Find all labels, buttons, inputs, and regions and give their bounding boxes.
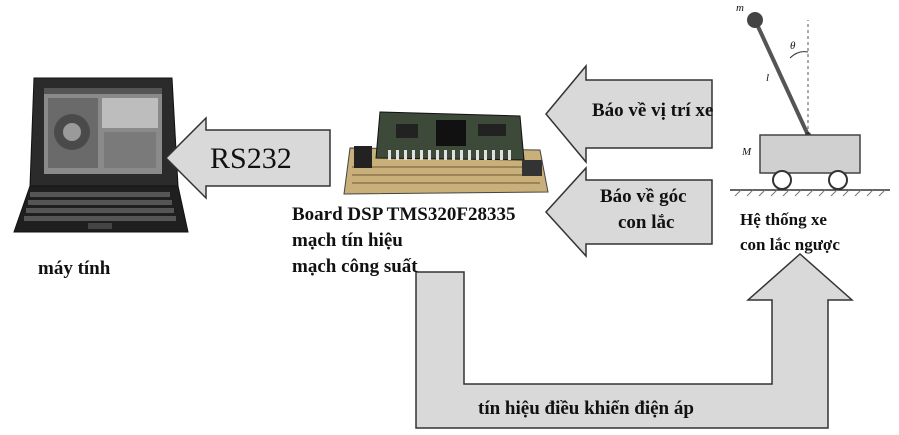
cart-mass-symbol: M bbox=[742, 146, 751, 158]
cart-position-feedback-label: Báo về vị trí xe bbox=[592, 100, 713, 122]
control-voltage-label: tín hiệu điều khiển điện áp bbox=[478, 398, 694, 420]
board-label-line1: Board DSP TMS320F28335 bbox=[292, 204, 515, 226]
board-label-line3: mạch công suất bbox=[292, 256, 418, 278]
inverted-pendulum-cart-icon bbox=[730, 12, 890, 196]
pendulum-length-symbol: l bbox=[766, 72, 769, 84]
board-label-line2: mạch tín hiệu bbox=[292, 230, 403, 252]
pendulum-angle-feedback-label-line2: con lắc bbox=[618, 212, 674, 234]
pendulum-mass-symbol: m bbox=[736, 2, 744, 14]
dsp-board-icon bbox=[344, 112, 548, 194]
rs232-label: RS232 bbox=[210, 142, 292, 176]
pendulum-angle-feedback-label-line1: Báo về góc bbox=[600, 186, 687, 208]
pendulum-system-label-line2: con lắc ngược bbox=[740, 235, 840, 255]
laptop-icon bbox=[14, 78, 188, 232]
pendulum-angle-symbol: θ bbox=[790, 40, 795, 52]
computer-label: máy tính bbox=[38, 258, 110, 280]
pendulum-system-label-line1: Hệ thống xe bbox=[740, 210, 827, 230]
